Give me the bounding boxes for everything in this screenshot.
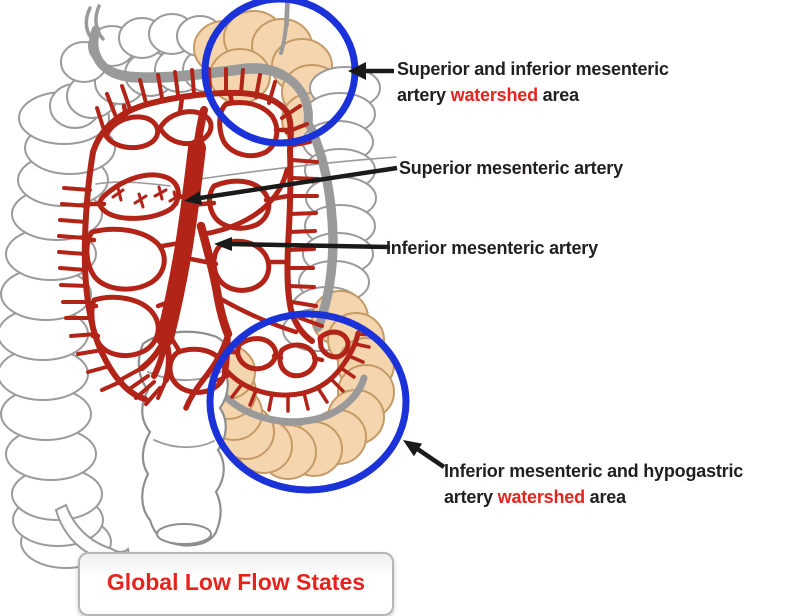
mesenteric-arteries (57, 67, 374, 413)
label-sma-text: Superior mesenteric artery (399, 158, 623, 178)
label-ima: Inferior mesenteric artery (386, 235, 598, 261)
label-watershed-top: Superior and inferior mesenteric artery … (397, 56, 669, 108)
label-watershed-top-highlight: watershed (450, 85, 538, 105)
label-sma: Superior mesenteric artery (399, 155, 623, 181)
clamp-icon (84, 4, 105, 44)
label-watershed-bottom-line2-post: area (584, 487, 626, 507)
label-watershed-bottom-line2-pre: artery (444, 487, 498, 507)
label-ima-text: Inferior mesenteric artery (386, 238, 598, 258)
rectum-outline (137, 330, 229, 547)
label-watershed-bottom: Inferior mesenteric and hypogastric arte… (444, 458, 743, 510)
label-watershed-bottom-line1: Inferior mesenteric and hypogastric (444, 461, 744, 481)
label-watershed-top-line2-pre: artery (397, 85, 451, 105)
mesentery-line (95, 181, 171, 187)
arrow-watershed-bottom (403, 440, 446, 469)
arrow-ima (214, 237, 391, 251)
footer-title: Global Low Flow States (106, 569, 366, 595)
pointer-thin-line (192, 156, 397, 181)
footer-box: Global Low Flow States (78, 552, 394, 616)
label-watershed-top-line2-post: area (537, 85, 579, 105)
arrow-sma (184, 165, 398, 205)
label-watershed-top-line1: Superior and inferior mesenteric (397, 59, 669, 79)
watershed-circle-bottom (206, 310, 410, 494)
slide: { "colors": { "highlight_red": "#e8231d"… (0, 0, 744, 616)
rod-icon (279, 2, 290, 55)
anatomy-diagram (0, 0, 446, 569)
label-watershed-bottom-highlight: watershed (497, 487, 585, 507)
arrow-watershed-top (348, 62, 394, 80)
